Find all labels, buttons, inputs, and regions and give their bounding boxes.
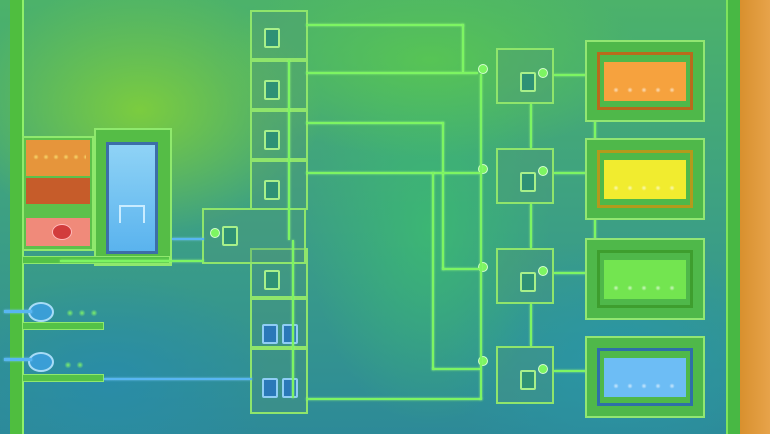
plant-icon: [62, 358, 86, 372]
valve-icon[interactable]: [478, 64, 488, 74]
cold-pipe-left[interactable]: [4, 358, 32, 361]
pump-icon[interactable]: [28, 352, 54, 372]
liquid-pipe[interactable]: [480, 74, 482, 400]
tank-green-liquid: [604, 260, 686, 299]
pump-icon[interactable]: [264, 180, 280, 200]
liquid-pipe[interactable]: [530, 104, 532, 148]
cold-tank-room[interactable]: [94, 128, 172, 266]
liquid-pipe[interactable]: [306, 72, 478, 74]
pump-bay-7[interactable]: [250, 348, 308, 414]
cold-pipe-left[interactable]: [4, 310, 32, 313]
liquid-pipe[interactable]: [306, 398, 482, 400]
liquid-pipe[interactable]: [306, 122, 444, 124]
pump-icon[interactable]: [282, 378, 298, 398]
plant-icon: [64, 306, 100, 320]
plant-icon: [30, 152, 86, 162]
heated-room[interactable]: [22, 136, 94, 251]
liquid-pipe[interactable]: [462, 24, 464, 72]
tank-icon: [597, 250, 693, 308]
right-wall: [726, 0, 740, 434]
heated-room-middle: [26, 178, 90, 204]
pump-icon[interactable]: [264, 80, 280, 100]
liquid-pipe[interactable]: [554, 74, 588, 76]
radiator-icon: [119, 205, 145, 223]
liquid-pipe[interactable]: [594, 216, 596, 240]
valve-icon[interactable]: [538, 68, 548, 78]
liquid-pipe[interactable]: [442, 122, 444, 270]
generator-icon[interactable]: [52, 224, 72, 240]
cold-tank[interactable]: [106, 142, 158, 254]
tank-green[interactable]: [585, 238, 705, 320]
valve-icon[interactable]: [538, 364, 548, 374]
right-edge-terrain: [740, 0, 770, 434]
liquid-pipe[interactable]: [554, 272, 588, 274]
tank-icon: [597, 150, 693, 208]
tank-blue-pattern: [610, 381, 680, 391]
shelf-lower: [22, 374, 104, 382]
tank-orange[interactable]: [585, 40, 705, 122]
valve-icon[interactable]: [478, 262, 488, 272]
liquid-pipe[interactable]: [432, 368, 480, 370]
cold-pipe[interactable]: [104, 378, 252, 380]
tank-blue[interactable]: [585, 336, 705, 418]
tank-yellow-pattern: [610, 183, 680, 193]
pump-icon[interactable]: [520, 272, 536, 292]
tank-orange-liquid: [604, 62, 686, 101]
valve-icon[interactable]: [538, 166, 548, 176]
liquid-pipe[interactable]: [554, 172, 588, 174]
tank-blue-liquid: [604, 358, 686, 397]
pump-bay-1[interactable]: [250, 10, 308, 60]
valve-icon[interactable]: [478, 164, 488, 174]
tank-green-pattern: [610, 283, 680, 293]
liquid-pipe[interactable]: [292, 240, 294, 398]
pump-bay-6[interactable]: [250, 298, 308, 348]
liquid-pipe[interactable]: [554, 370, 588, 372]
pump-icon[interactable]: [264, 28, 280, 48]
tank-yellow-liquid: [604, 160, 686, 199]
liquid-pipe[interactable]: [306, 24, 464, 26]
cold-pipe[interactable]: [172, 238, 204, 240]
tank-icon: [597, 348, 693, 406]
pump-bay-2[interactable]: [250, 60, 308, 110]
tank-icon: [597, 52, 693, 110]
pump-icon[interactable]: [520, 172, 536, 192]
pump-icon[interactable]: [282, 324, 298, 344]
tank-orange-pattern: [610, 85, 680, 95]
valve-icon[interactable]: [538, 266, 548, 276]
valve-icon[interactable]: [478, 356, 488, 366]
liquid-pipe[interactable]: [594, 104, 596, 140]
pump-icon[interactable]: [520, 72, 536, 92]
pump-icon[interactable]: [520, 370, 536, 390]
tank-yellow[interactable]: [585, 138, 705, 220]
valve-icon[interactable]: [210, 228, 220, 238]
pump-icon[interactable]: [262, 324, 278, 344]
heat-exchanger-bay-4[interactable]: [496, 346, 554, 404]
liquid-pipe[interactable]: [60, 260, 204, 262]
liquid-pipe[interactable]: [306, 172, 480, 174]
pump-icon[interactable]: [264, 270, 280, 290]
pump-icon[interactable]: [222, 226, 238, 246]
liquid-pipe[interactable]: [530, 304, 532, 346]
heat-exchanger-bay-3[interactable]: [496, 248, 554, 304]
liquid-pipe[interactable]: [442, 268, 480, 270]
liquid-pipe[interactable]: [530, 204, 532, 248]
shelf-upper: [22, 322, 104, 330]
pump-icon[interactable]: [262, 378, 278, 398]
liquid-pipe[interactable]: [432, 172, 434, 370]
pump-icon[interactable]: [264, 130, 280, 150]
liquid-pipe[interactable]: [288, 60, 290, 240]
